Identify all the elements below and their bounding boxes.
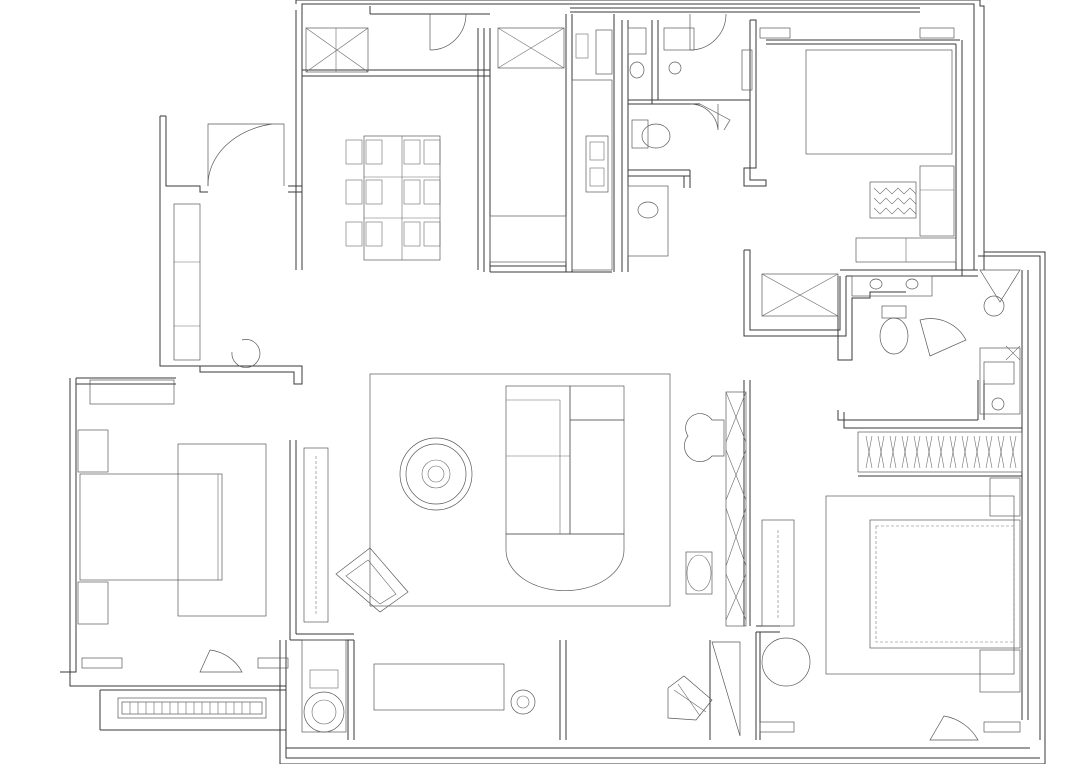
radiators	[81, 27, 1021, 733]
bedroom-west	[77, 379, 267, 625]
dining-area	[173, 27, 441, 361]
interior-walls	[289, 14, 1022, 740]
balcony-south	[301, 639, 741, 737]
bathroom-east	[761, 273, 1021, 415]
bedroom-east	[761, 431, 1023, 693]
kitchen	[489, 27, 613, 271]
bathroom-north	[627, 27, 753, 257]
master-bedroom-north	[805, 49, 957, 263]
living-room	[303, 373, 747, 627]
doors	[199, 13, 1021, 741]
exterior-walls	[60, 0, 1046, 764]
